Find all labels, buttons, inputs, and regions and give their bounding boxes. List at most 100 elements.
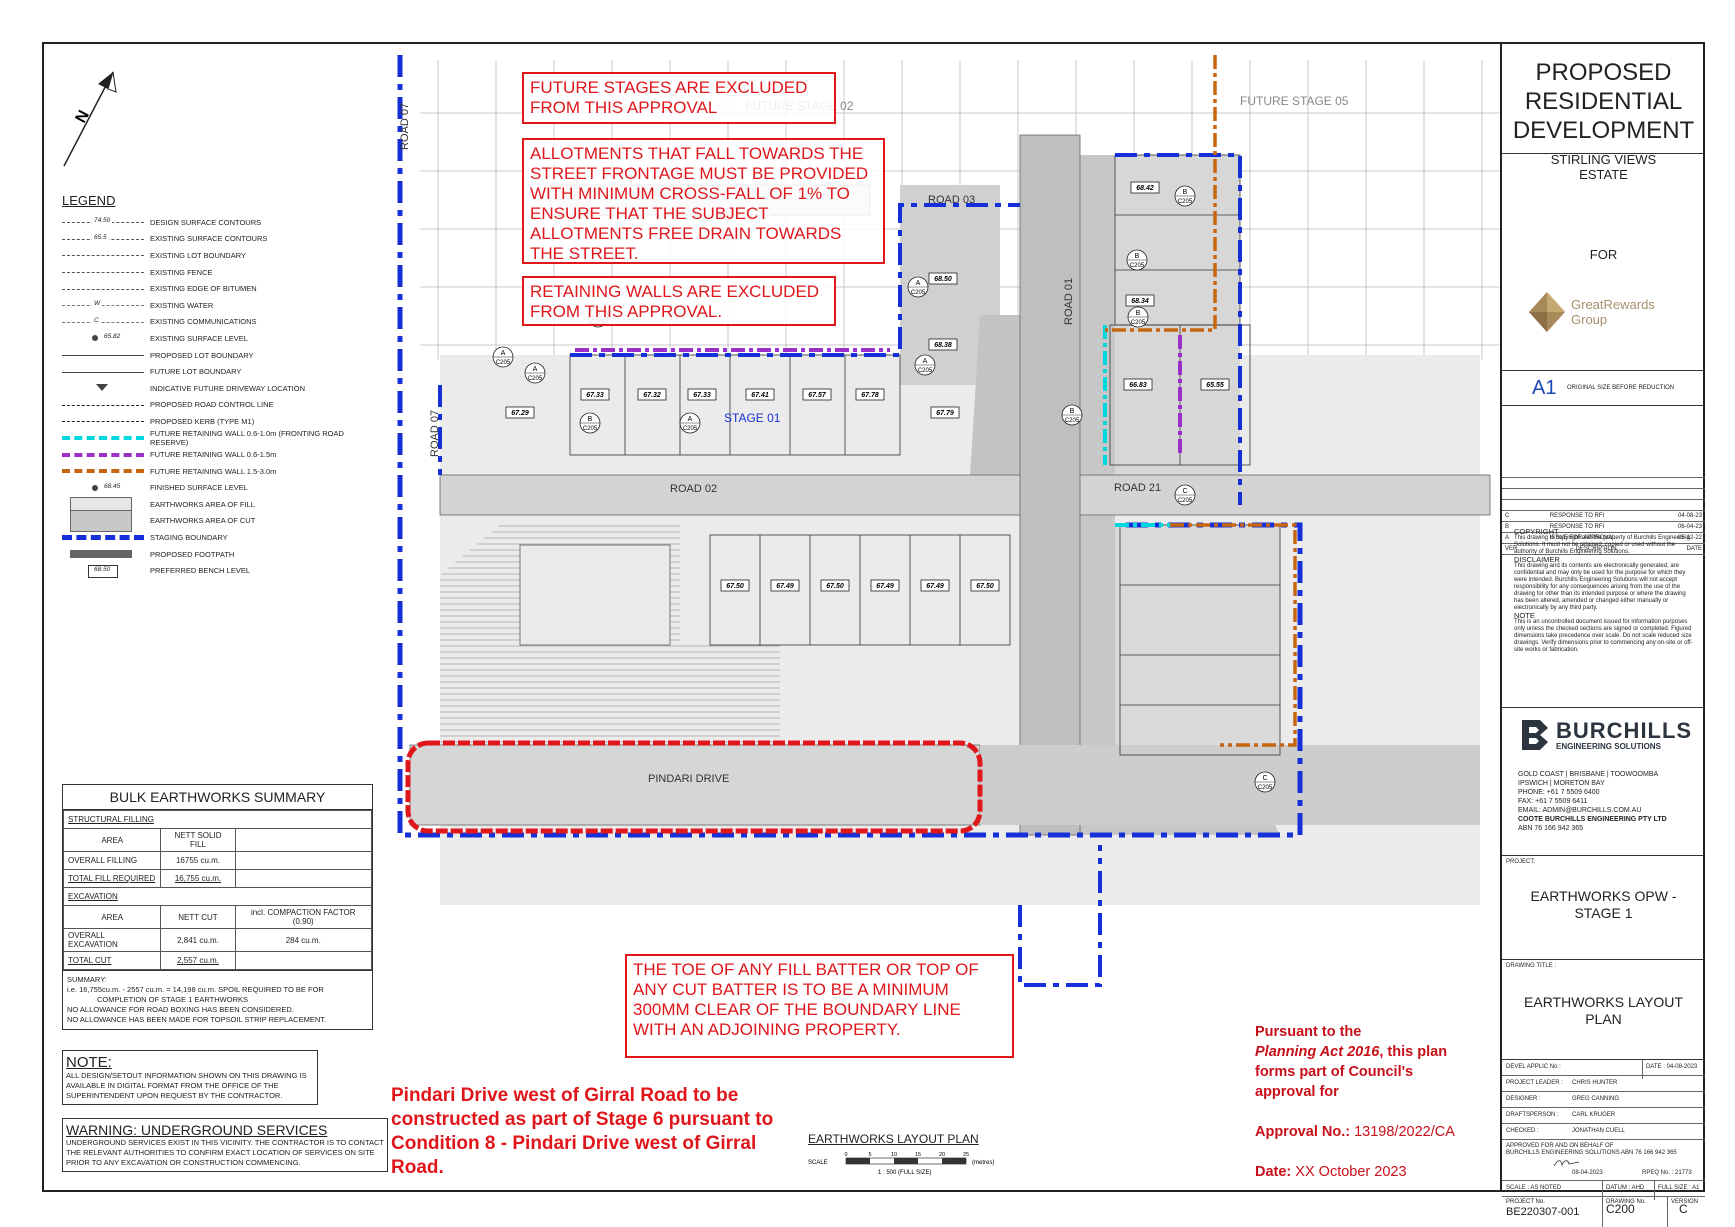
- toe-of-fill-note: THE TOE OF ANY FILL BATTER OR TOP OF ANY…: [625, 954, 1014, 1058]
- legend-item: PROPOSED LOT BOUNDARY: [62, 347, 362, 364]
- legend-sample: W: [92, 300, 103, 308]
- svg-text:A: A: [501, 350, 506, 357]
- legend-symbol: 65.82: [62, 331, 144, 345]
- project-leader: CHRIS HUNTER: [1572, 1080, 1618, 1086]
- legend-label: EXISTING LOT BOUNDARY: [150, 250, 246, 260]
- svg-text:B: B: [588, 416, 593, 423]
- bench-level: 68.50: [928, 272, 958, 285]
- svg-text:68.42: 68.42: [1136, 185, 1154, 192]
- drawing-title-label: DRAWING TITLE :: [1506, 963, 1557, 969]
- checked-label: CHECKED :: [1506, 1128, 1539, 1134]
- company-email: EMAIL: ADMIN@BURCHILLS.COM.AU: [1518, 807, 1642, 814]
- svg-text:C205: C205: [1131, 320, 1146, 326]
- svg-text:B: B: [1136, 310, 1141, 317]
- svg-text:67.33: 67.33: [693, 392, 711, 399]
- bench-level: 66.83: [1123, 378, 1153, 391]
- overall-filling-value: 16755 cu.m.: [160, 851, 236, 870]
- company-name: BURCHILLS: [1556, 718, 1693, 743]
- devel-applic-label: DEVEL APPLIC No :: [1506, 1064, 1561, 1070]
- nett-cut-header: NETT CUT: [160, 905, 236, 929]
- note-text: ALL DESIGN/SETOUT INFORMATION SHOWN ON T…: [66, 1071, 307, 1100]
- summary-line: COMPLETION OF STAGE 1 EARTHWORKS: [97, 995, 248, 1004]
- road-label: PINDARI DRIVE: [648, 773, 729, 785]
- bench-level: 67.50: [720, 579, 750, 592]
- legend-label: FUTURE RETAINING WALL 1.5-3.0m: [150, 466, 277, 476]
- project-no-label: PROJECT No.: [1506, 1199, 1545, 1205]
- legend-sample: 74.50: [92, 217, 113, 225]
- scale-units: (metres): [972, 1160, 994, 1166]
- legend-label: EXISTING SURFACE CONTOURS: [150, 234, 268, 244]
- legend-label: EXISTING COMMUNICATIONS: [150, 317, 257, 327]
- svg-text:C205: C205: [528, 376, 543, 382]
- scale-ratio: 1 : 500 (FULL SIZE): [878, 1170, 931, 1176]
- project-title: PROPOSED RESIDENTIAL DEVELOPMENT: [1502, 42, 1705, 154]
- svg-text:67.57: 67.57: [808, 392, 827, 399]
- summary-notes: SUMMARY: i.e. 16,755cu.m. - 2557 cu.m. =…: [63, 970, 372, 1029]
- legend-item: EARTHWORKS AREA OF CUT: [62, 509, 362, 532]
- overall-excavation-compacted: 284 cu.m.: [234, 928, 373, 952]
- svg-text:67.32: 67.32: [643, 392, 661, 399]
- legend-label: EXISTING FENCE: [150, 267, 213, 277]
- legend-label: FUTURE RETAINING WALL 0.6-1.5m: [150, 450, 277, 460]
- drawing-title-line: PLAN: [1585, 1011, 1622, 1027]
- legend-symbol: [62, 282, 144, 296]
- draftsperson: CARL KRUGER: [1572, 1112, 1616, 1118]
- section-marker-icon: B C205: [1127, 306, 1149, 328]
- planning-act: Planning Act 2016: [1255, 1044, 1380, 1060]
- scale-tick-label: 15: [915, 1152, 921, 1158]
- bench-level: 67.49: [870, 579, 900, 592]
- date-label: Date:: [1255, 1164, 1292, 1180]
- legend-label: FINISHED SURFACE LEVEL: [150, 483, 248, 493]
- client-name: GreatRewards: [1571, 297, 1655, 312]
- svg-text:C205: C205: [496, 360, 511, 366]
- note-heading: NOTE: [1514, 611, 1535, 620]
- overall-filling-label: OVERALL FILLING: [62, 851, 162, 870]
- bench-level: 67.57: [802, 388, 832, 401]
- scale-label: SCALE: [808, 1160, 828, 1166]
- diamond-icon: [1529, 292, 1565, 332]
- date-value: XX October 2023: [1295, 1164, 1407, 1180]
- legend-sample: C: [92, 316, 101, 324]
- bench-level: 67.29: [505, 406, 535, 419]
- svg-text:C205: C205: [1130, 263, 1145, 269]
- company-abn: ABN 76 166 942 365: [1518, 825, 1583, 832]
- disclaimer-text: This drawing and its contents are electr…: [1514, 563, 1686, 611]
- approval-number: 13198/2022/CA: [1354, 1124, 1455, 1140]
- legend-symbol: 68.50: [62, 564, 144, 578]
- project-no: BE220307-001: [1506, 1206, 1580, 1218]
- approved-line: APPROVED FOR AND ON BEHALF OF: [1506, 1143, 1614, 1149]
- summary-line: NO ALLOWANCE HAS BEEN MADE FOR TOPSOIL S…: [67, 1015, 327, 1024]
- summary-label: SUMMARY:: [67, 975, 107, 984]
- revision-description: RESPONSE TO RFI: [1531, 510, 1661, 522]
- legend-item: W EXISTING WATER: [62, 297, 362, 314]
- summary-title: BULK EARTHWORKS SUMMARY: [63, 785, 372, 810]
- legend-label: INDICATIVE FUTURE DRIVEWAY LOCATION: [150, 383, 306, 393]
- legend-symbol: [62, 398, 144, 412]
- legend-label: STAGING BOUNDARY: [150, 533, 228, 543]
- designer-label: DESIGNER :: [1506, 1096, 1541, 1102]
- area-header-2: AREA: [62, 905, 162, 929]
- legend-symbol: [62, 509, 144, 532]
- svg-text:66.83: 66.83: [1129, 382, 1147, 389]
- north-arrow-icon: N: [63, 71, 117, 167]
- revision-rev: B: [1502, 521, 1532, 533]
- legend-label: EXISTING WATER: [150, 300, 214, 310]
- bench-level: 68.38: [928, 338, 958, 351]
- company-subtitle: ENGINEERING SOLUTIONS: [1556, 742, 1661, 751]
- total-fill-label: TOTAL FILL REQUIRED: [62, 869, 162, 888]
- legend-item: PROPOSED ROAD CONTROL LINE: [62, 397, 362, 414]
- future-stage-label: FUTURE STAGE 05: [1240, 94, 1349, 108]
- legend-sample: 65.5: [92, 233, 109, 241]
- datum-label: DATUM :: [1606, 1185, 1631, 1191]
- copyright-note: This is an uncontrolled document issued …: [1514, 619, 1693, 653]
- svg-text:B: B: [1070, 408, 1075, 415]
- svg-text:C205: C205: [911, 290, 926, 296]
